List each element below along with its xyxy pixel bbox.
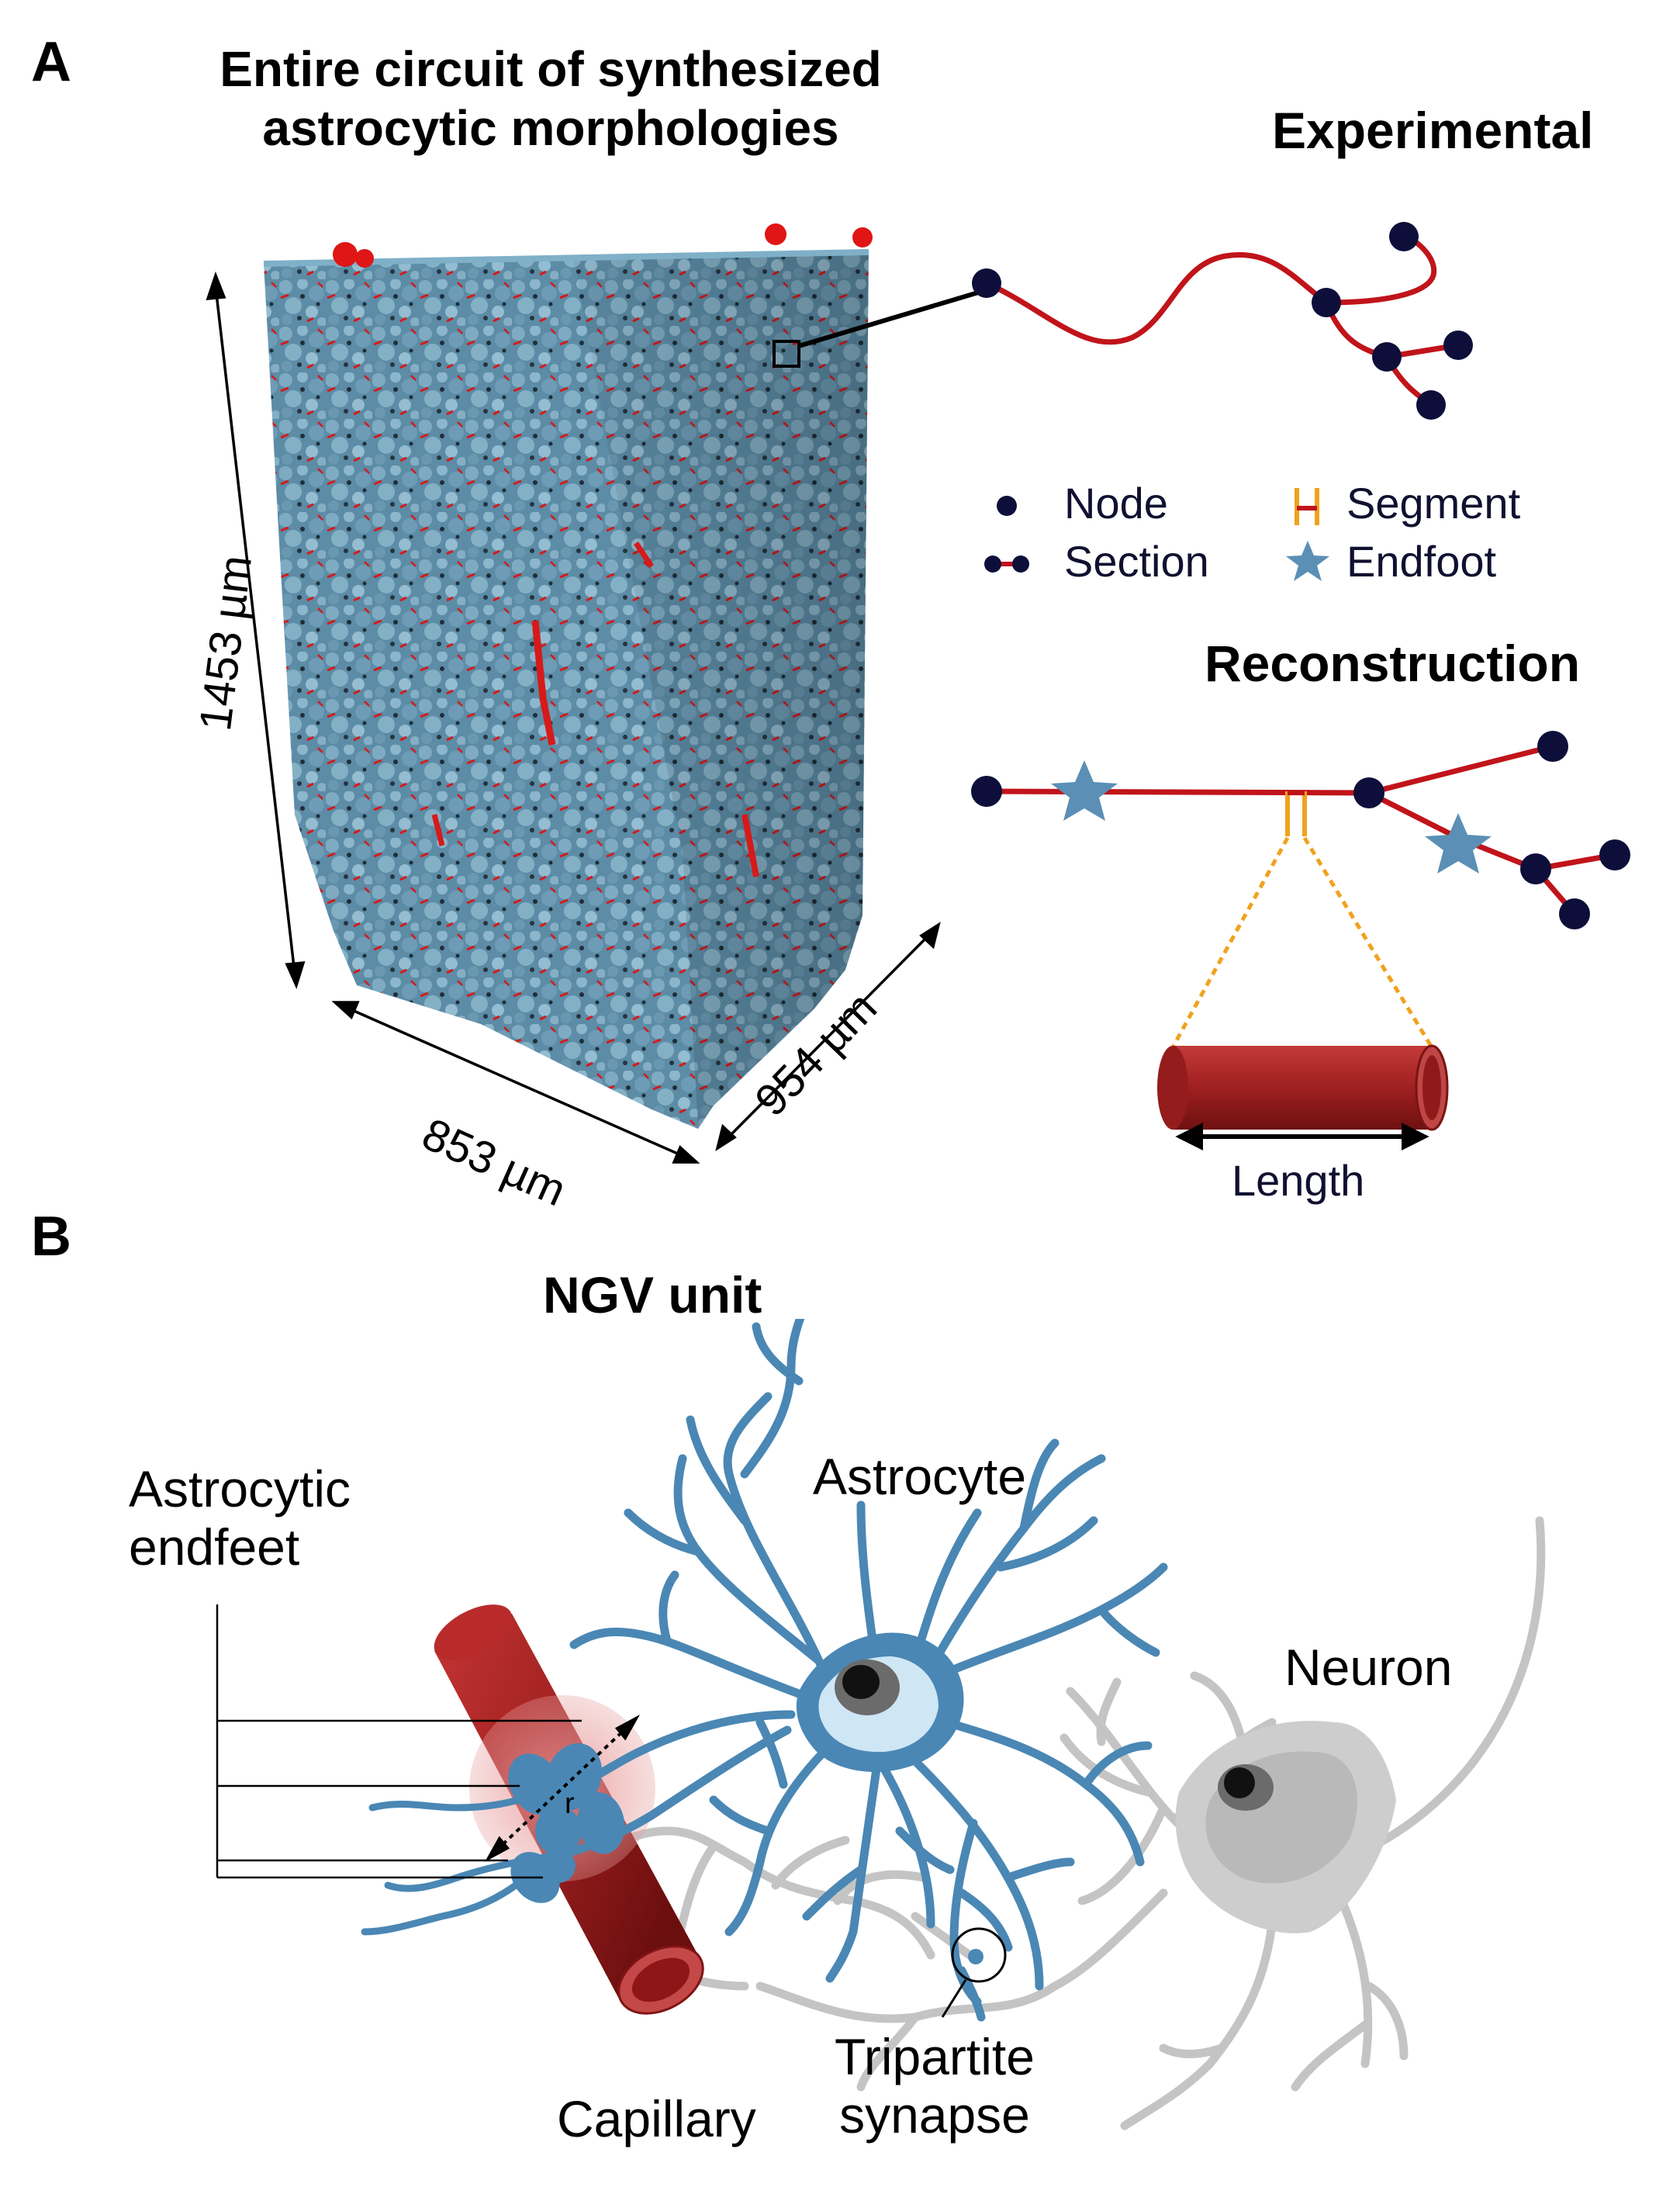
experimental-nodes: [972, 222, 1473, 420]
capillary-label: Capillary: [557, 2090, 756, 2147]
astrocytic-endfeet: [508, 1742, 625, 1903]
panel-a-letter: A: [31, 31, 71, 93]
astrocytic-endfeet-line2: endfeet: [129, 1518, 300, 1576]
panel-a-title: Entire circuit of synthesized astrocytic…: [132, 40, 970, 157]
legend-endfoot-label: Endfoot: [1346, 537, 1497, 586]
reconstruction-endfeet: [1051, 760, 1492, 874]
legend-icons-left: [984, 496, 1029, 573]
segment-icon: [1295, 488, 1319, 525]
astrocyte-label: Astrocyte: [813, 1448, 1027, 1505]
ngv-unit-title: NGV unit: [543, 1266, 762, 1324]
circuit-block: [263, 223, 984, 1129]
circuit-volume-illustration: [206, 223, 984, 1164]
node-dot-icon: [997, 496, 1017, 516]
panel-b-letter: B: [31, 1206, 71, 1268]
legend-node-label: Node: [1064, 479, 1168, 528]
experimental-morphology: [972, 222, 1473, 420]
segment-zoom-lines: [1170, 836, 1434, 1049]
panel-a-title-line1: Entire circuit of synthesized: [220, 41, 882, 97]
segment-cylinder: [1157, 1044, 1449, 1131]
ngv-unit-illustration: r: [216, 1319, 1546, 2130]
experimental-heading: Experimental: [1272, 102, 1594, 159]
reconstruction-morphology: [971, 731, 1630, 1151]
tripartite-synapse-marker: [941, 1927, 1007, 2018]
radius-label: r: [565, 1787, 575, 1820]
legend-section-label: Section: [1064, 537, 1209, 586]
experimental-sections: [985, 234, 1459, 407]
section-icon: [984, 555, 1029, 573]
tripartite-line2: synapse: [839, 2086, 1030, 2144]
legend-segment-label: Segment: [1346, 479, 1521, 528]
tripartite-line1: Tripartite: [835, 2028, 1035, 2085]
dimension-arrows: [206, 271, 941, 1164]
endfeet-leader-lines: [216, 1604, 582, 1879]
astrocytic-endfeet-line1: Astrocytic: [129, 1460, 351, 1518]
endfoot-star-icon: [1286, 541, 1329, 581]
length-arrow: [1175, 1123, 1429, 1151]
zoom-box: [773, 340, 800, 368]
neuron: [585, 1516, 1546, 2130]
reconstruction-heading: Reconstruction: [1205, 635, 1581, 692]
astrocyte: [361, 1319, 1168, 2022]
panel-a-title-line2: astrocytic morphologies: [262, 99, 839, 156]
reconstruction-nodes: [971, 731, 1630, 929]
neuron-label: Neuron: [1284, 1639, 1453, 1696]
legend-icons-right: [1286, 488, 1329, 581]
reconstruction-segment-marker: [1285, 791, 1307, 836]
astrocytic-endfeet-label: Astrocytic endfeet: [129, 1460, 351, 1576]
tripartite-synapse-label: Tripartite synapse: [835, 2028, 1035, 2144]
radius-indicator: [484, 1714, 641, 1863]
length-label: Length: [1232, 1156, 1365, 1205]
zoom-leader-line: [798, 289, 984, 348]
